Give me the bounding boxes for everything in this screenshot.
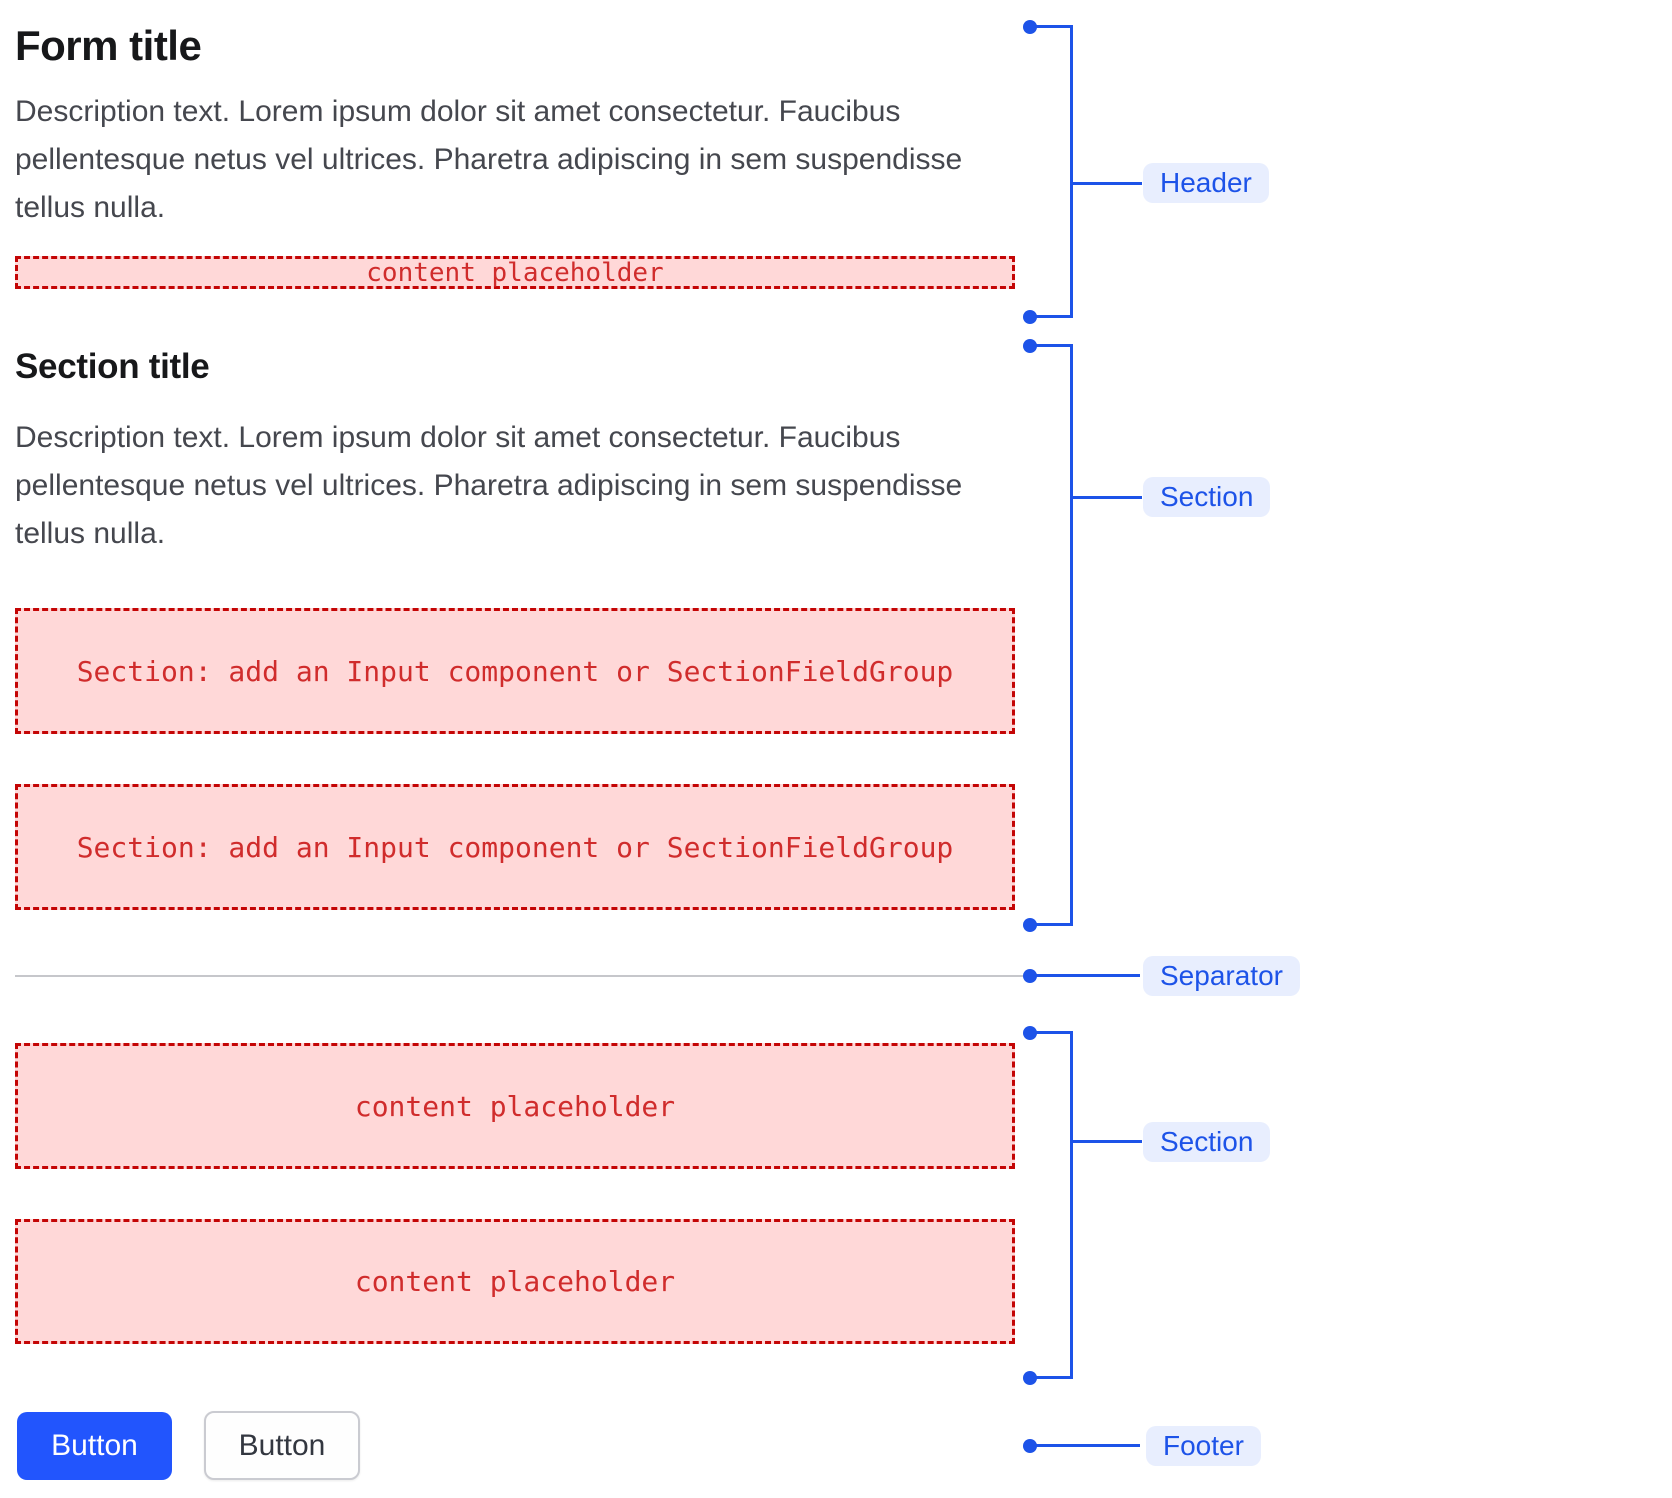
section-title: Section title [15, 347, 210, 386]
section-input-slot-2: Section: add an Input component or Secti… [15, 784, 1015, 910]
form-title: Form title [15, 22, 202, 69]
section2-content-placeholder-1: content placeholder [15, 1043, 1015, 1169]
bracket-line [1030, 25, 1073, 28]
section-description: Description text. Lorem ipsum dolor sit … [15, 421, 963, 550]
section2-content-placeholder-2-label: content placeholder [354, 1265, 676, 1298]
bracket-line [1072, 182, 1142, 185]
bracket-line [1030, 344, 1073, 347]
section-input-slot-2-label: Section: add an Input component or Secti… [76, 830, 954, 864]
bracket-dot [1023, 918, 1037, 932]
section-input-slot-1: Section: add an Input component or Secti… [15, 608, 1015, 734]
header-content-placeholder-label: content placeholder [366, 257, 664, 288]
bracket-line [1030, 315, 1073, 318]
header-annotation-label: Header [1143, 163, 1269, 203]
bracket-line [1030, 1031, 1073, 1034]
primary-button[interactable]: Button [17, 1412, 172, 1480]
bracket-line [1072, 1140, 1142, 1143]
separator-line [15, 975, 1023, 977]
section2-content-placeholder-1-label: content placeholder [354, 1089, 676, 1123]
callout-dot [1023, 969, 1037, 983]
section2-content-placeholder-2: content placeholder [15, 1219, 1015, 1344]
separator-annotation-label: Separator [1143, 956, 1300, 996]
secondary-button[interactable]: Button [204, 1411, 360, 1480]
section-annotation-label: Section [1143, 477, 1271, 517]
bracket-line [1072, 496, 1142, 499]
callout-line [1036, 974, 1140, 977]
section2-annotation-label: Section [1143, 1122, 1271, 1162]
bracket-dot [1023, 310, 1037, 324]
form-description: Description text. Lorem ipsum dolor sit … [15, 95, 963, 224]
header-content-placeholder: content placeholder [15, 256, 1015, 289]
bracket-line [1030, 1376, 1073, 1379]
bracket-dot [1023, 1371, 1037, 1385]
footer-annotation-label: Footer [1146, 1426, 1261, 1466]
callout-dot [1023, 1439, 1037, 1453]
bracket-line [1030, 923, 1073, 926]
bracket-line [1070, 25, 1073, 318]
callout-line [1036, 1444, 1140, 1447]
section-input-slot-1-label: Section: add an Input component or Secti… [76, 654, 954, 688]
bracket-line [1070, 344, 1073, 926]
bracket-line [1070, 1031, 1073, 1379]
